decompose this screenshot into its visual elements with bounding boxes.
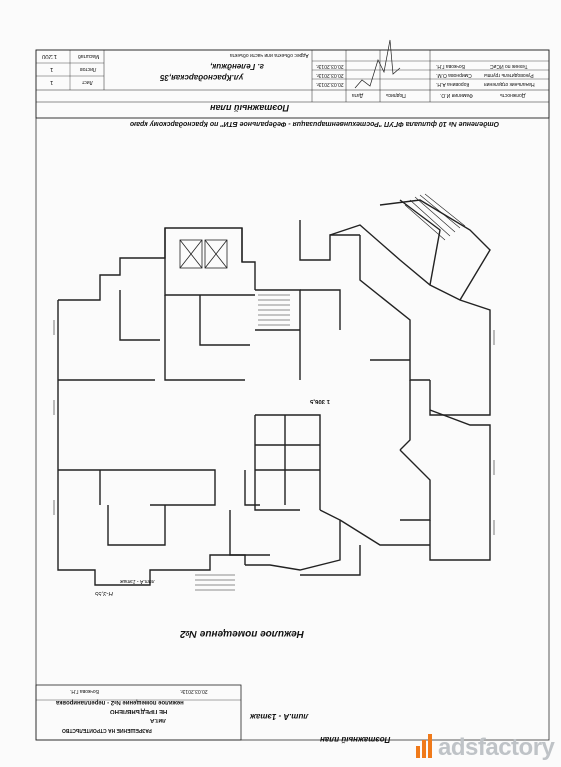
col-date-header: Дата	[352, 92, 364, 98]
scale-label: Масштаб	[78, 53, 100, 59]
height-label: Н-3,55	[95, 590, 114, 596]
stamp-not-presented: НЕ ПРЕДЪЯВЛЕНО	[110, 708, 168, 714]
row-position-3: Техник по ИСиС	[490, 63, 528, 69]
col-position-header: Должность	[500, 92, 526, 98]
row-position-1: Начальник отделения	[484, 81, 535, 87]
row-name-1: Коровина А.Н.	[436, 81, 470, 87]
lit-floor-small: лит.А - 1этаж	[120, 578, 155, 584]
row-date-2: 20.03.2013г.	[316, 72, 344, 78]
col-name-header: Фамилия И.О.	[440, 92, 473, 98]
row-name-3: Бочкова Г.Н.	[436, 63, 465, 69]
stamp-name: Бочкова Г.Н.	[70, 688, 99, 694]
address-label: Адрес объекта или части объекта	[230, 52, 309, 58]
room-total: 1 306,5	[310, 398, 331, 404]
sheet-title: Поэтажный план	[210, 103, 290, 113]
sheet-label: Лист	[82, 79, 93, 85]
stamp-reconstruction: нежилое помещение №2 - перепланировка	[56, 699, 184, 705]
col-signature-header: Подпись	[386, 92, 406, 98]
premises-label: Нежилое помещение №2	[180, 628, 305, 639]
floor-plan-label: Поэтажный план	[320, 735, 391, 744]
stamp-lit: лит.А	[150, 717, 166, 723]
sheets-label: Листов	[80, 66, 97, 72]
lit-floor-label: лит.А - 1этаж	[250, 712, 309, 721]
sheets-value: 1	[50, 66, 54, 72]
row-name-2: Смирнова О.М.	[436, 72, 472, 78]
sheet-value: 1	[50, 79, 54, 85]
scale-value: 1:200	[42, 53, 58, 59]
stamp-permit: РАЗРЕШЕНИЕ НА СТРОИТЕЛЬСТВО	[62, 727, 152, 733]
address-city: г. Геленджик,	[210, 62, 264, 71]
address-street: ул.Краснодарская,35	[160, 73, 244, 82]
stamp-date: 20.03.2013г.	[180, 688, 208, 694]
row-date-3: 20.03.2013г.	[316, 63, 344, 69]
adsfactory-watermark: adsfactory	[438, 734, 555, 761]
adsfactory-logo-icon	[416, 734, 432, 758]
row-position-2: Руководитель группы	[484, 72, 534, 78]
row-date-1: 20.03.2013г.	[316, 81, 344, 87]
department-name: Отделение № 10 филиала ФГУП "Ростехинвен…	[130, 120, 500, 127]
